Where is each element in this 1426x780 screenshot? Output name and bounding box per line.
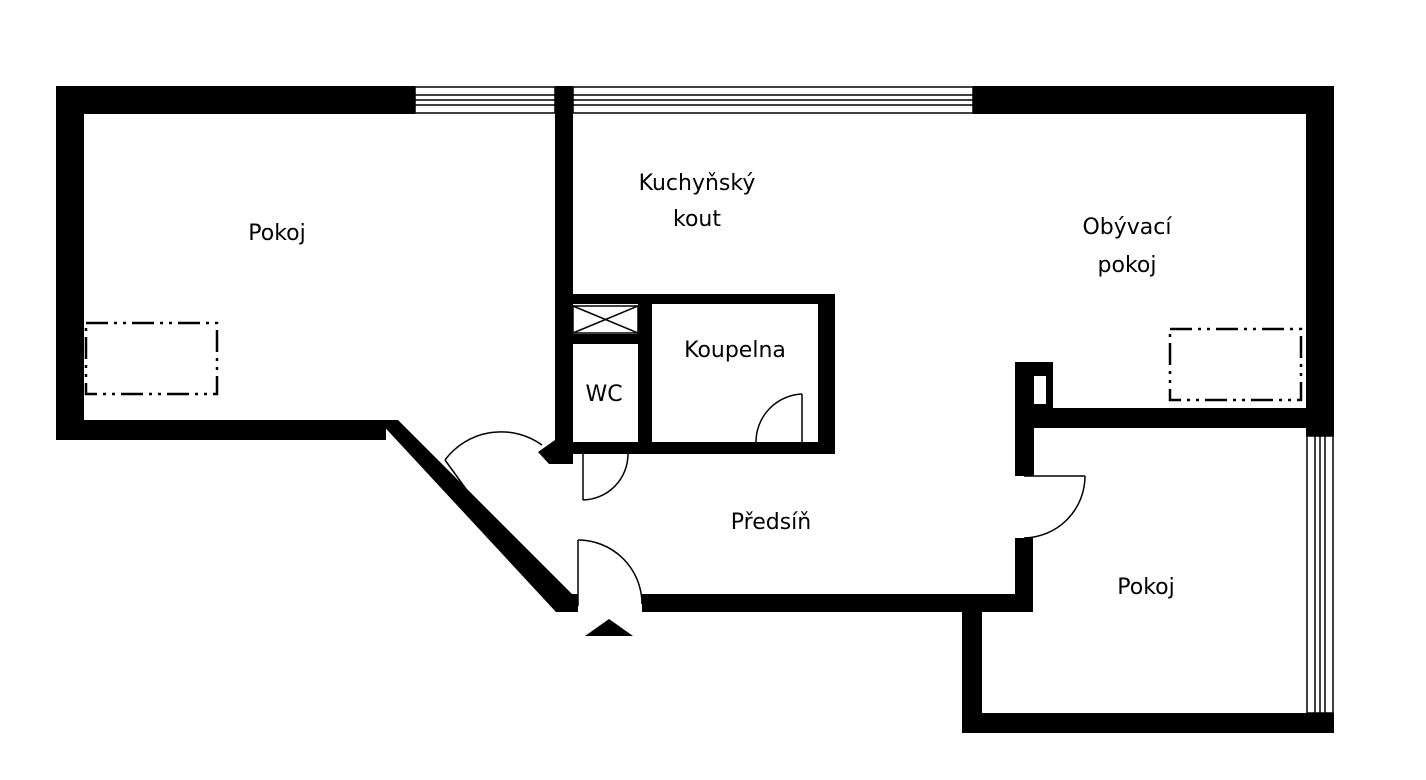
wall-bath-top <box>555 294 835 304</box>
wall-shaft-divider <box>555 334 652 344</box>
window-top-middle <box>572 86 974 114</box>
door-left-room[interactable] <box>444 431 543 520</box>
wall-right-room-top <box>1015 408 1315 428</box>
wall-left <box>56 86 84 440</box>
column-void <box>1034 376 1046 404</box>
label-kitchen-line2: kout <box>673 207 721 232</box>
wall-bath-right <box>818 294 835 454</box>
wall-top-left <box>56 86 415 114</box>
ventilation-shaft <box>572 305 639 334</box>
dashdot-outline-right <box>1168 327 1303 402</box>
dashdot-outline-left <box>84 321 219 396</box>
door-wc[interactable] <box>582 453 629 501</box>
label-bathroom: Koupelna <box>684 338 786 363</box>
wall-column-left <box>1015 362 1034 476</box>
door-bathroom[interactable] <box>755 393 803 443</box>
wall-right-room-bottom <box>962 713 1334 733</box>
wall-wc-bath-divider <box>638 294 652 454</box>
label-hall: Předsíň <box>731 510 811 535</box>
walls <box>56 86 1334 733</box>
wall-top-right <box>973 86 1334 114</box>
label-living-line1: Obývací <box>1082 215 1172 240</box>
door-right-room[interactable] <box>1023 475 1086 539</box>
wall-column-top <box>1015 362 1053 376</box>
wall-diagonal <box>378 420 574 612</box>
wall-right <box>1306 86 1334 436</box>
label-pokoj-left: Pokoj <box>248 221 305 246</box>
wall-hall-right-lower <box>1015 538 1033 612</box>
wall-kitchen-divider <box>555 86 573 464</box>
wall-right-room-left <box>962 610 982 733</box>
door-entrance[interactable] <box>577 539 643 606</box>
entrance-arrow-icon <box>585 619 633 636</box>
wall-bottom-left <box>56 420 386 440</box>
window-right <box>1306 435 1334 714</box>
wall-bath-bottom <box>555 442 835 454</box>
label-kitchen-line1: Kuchyňský <box>639 171 756 196</box>
label-living-line2: pokoj <box>1098 253 1157 278</box>
wall-bottom-middle <box>642 594 1032 612</box>
label-pokoj-right: Pokoj <box>1117 575 1174 600</box>
wall-entrance-left <box>556 594 578 612</box>
label-wc: WC <box>585 382 622 407</box>
window-top-left <box>414 86 556 114</box>
